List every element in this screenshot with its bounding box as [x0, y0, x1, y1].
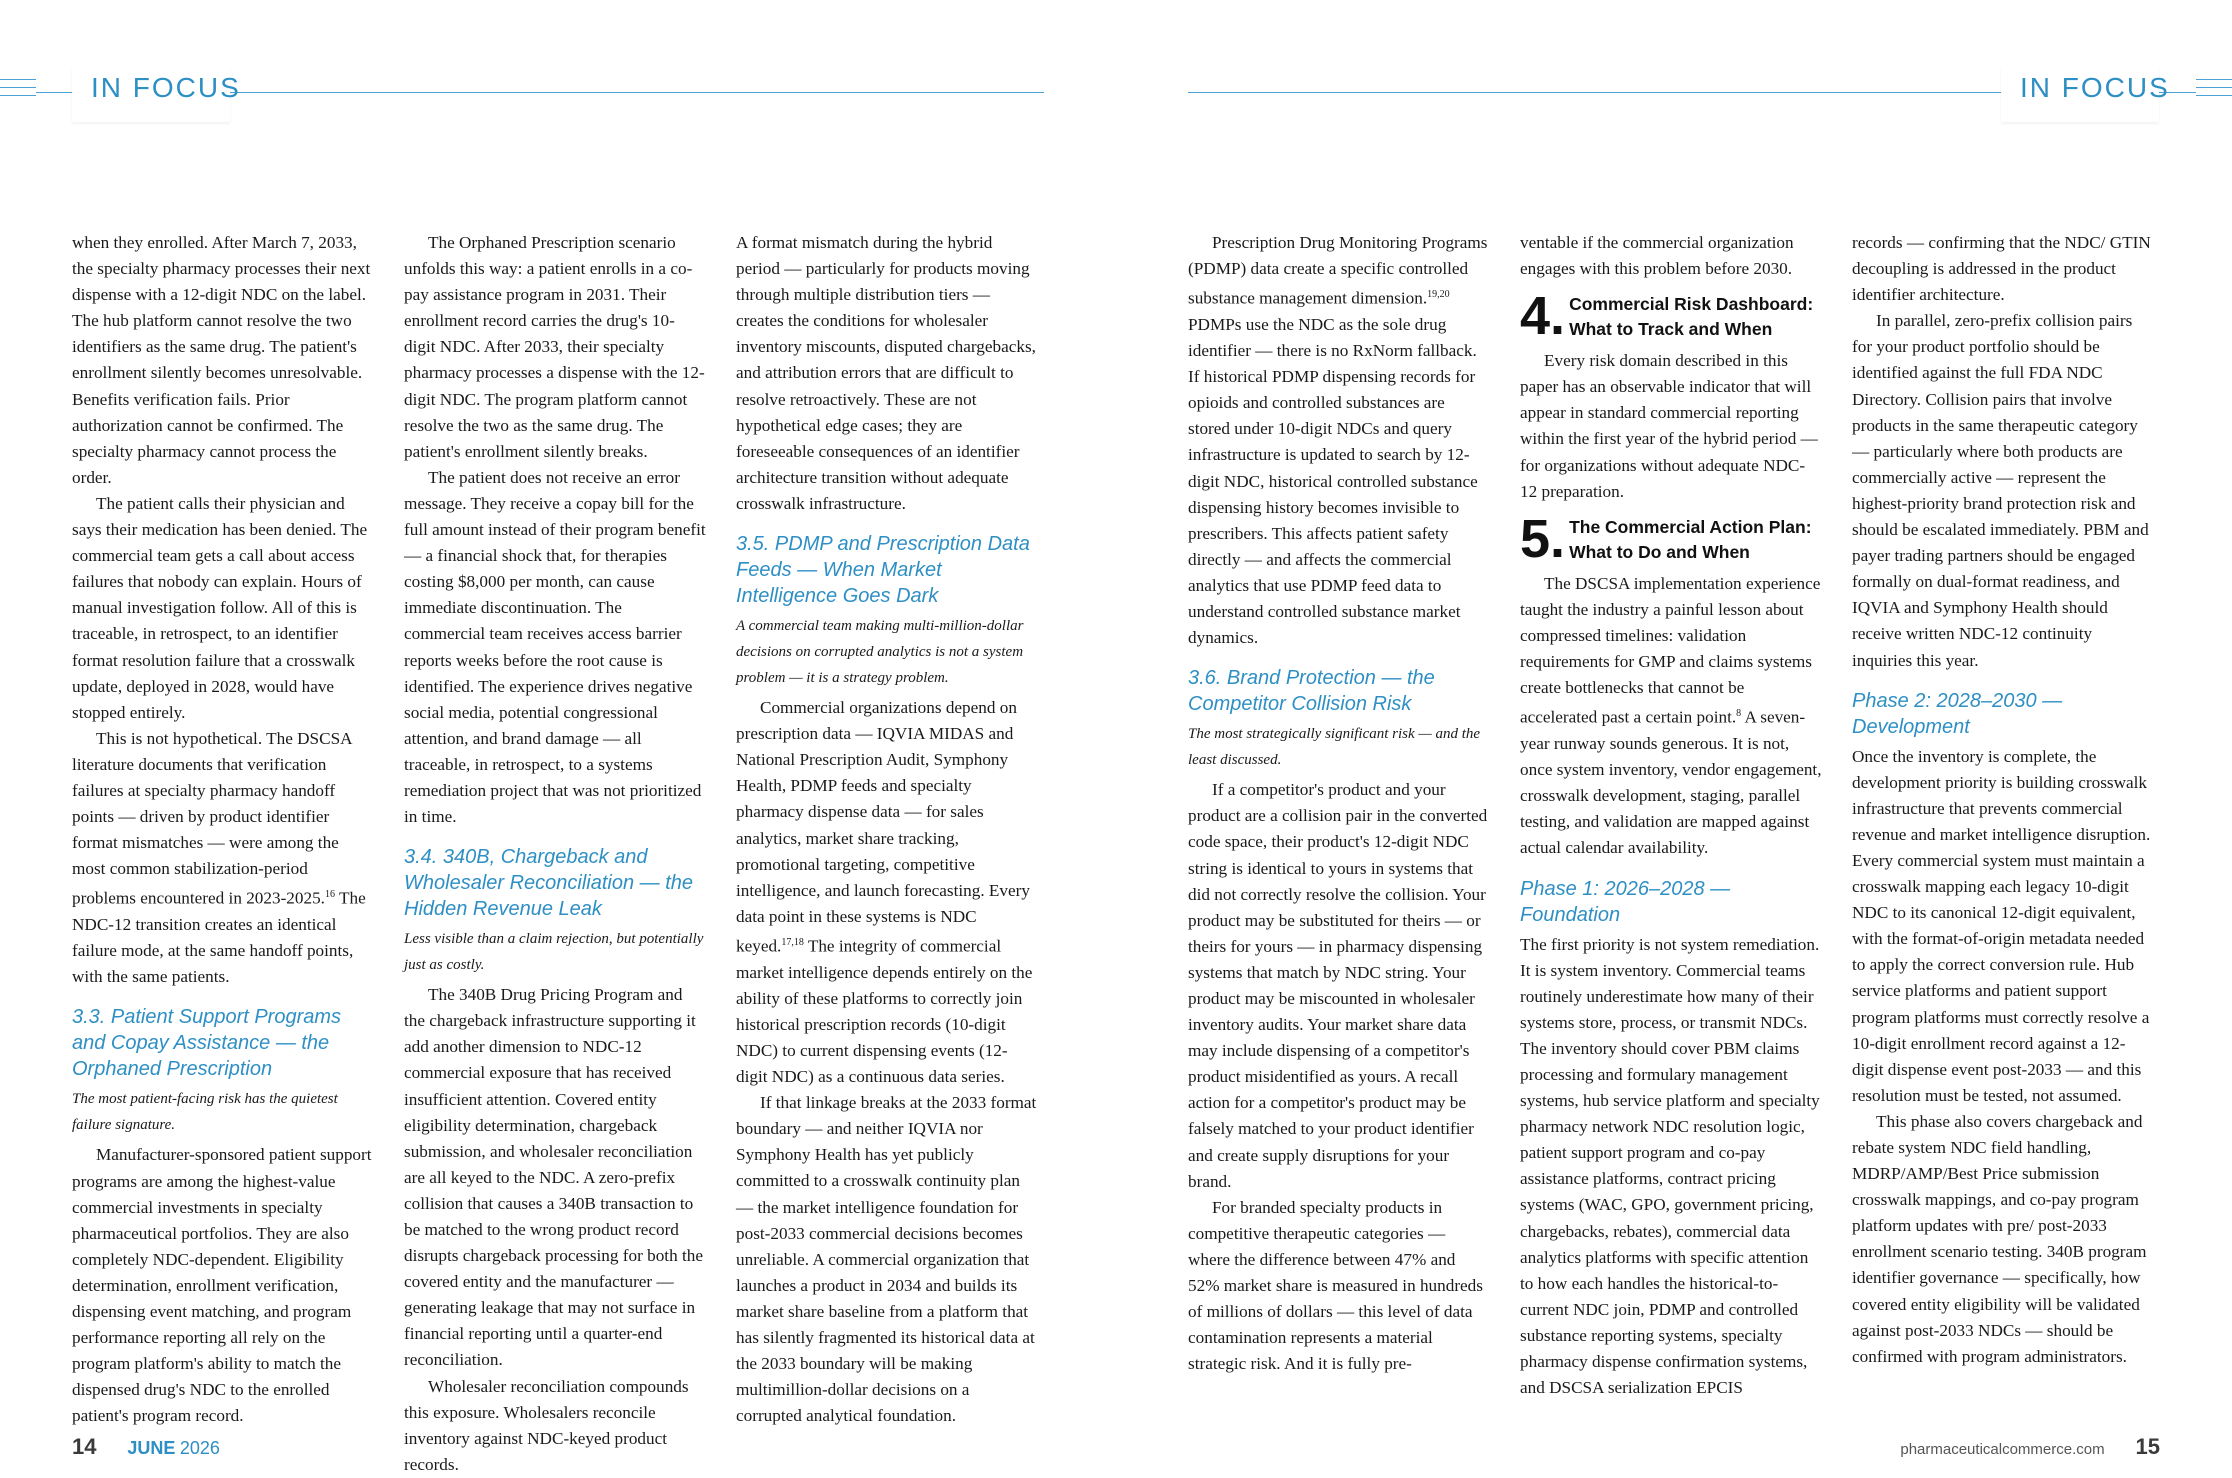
paragraph: Once the inventory is complete, the deve… [1852, 746, 2151, 1105]
footnote-ref[interactable]: 17,18 [781, 936, 804, 948]
header-stripes-left [0, 79, 36, 105]
section-deck: A commercial team making multi-million-d… [736, 618, 1024, 687]
paragraph: The Orphaned Prescription scenario unfol… [404, 233, 705, 461]
paragraph: If that linkage breaks at the 2033 forma… [736, 1093, 1037, 1426]
column-3: A format mismatch during the hybrid peri… [736, 230, 1038, 1429]
section-label-left: IN FOCUS [91, 72, 241, 103]
column-6: records — confirming that the NDC/ GTIN … [1852, 230, 2154, 1370]
phase-1-heading: Phase 1: 2026–2028 — Foundation [1520, 877, 1731, 926]
header-box-right [2001, 66, 2159, 122]
paragraph: In parallel, zero-prefix collision pairs… [1852, 311, 2149, 670]
section-label-right: IN FOCUS [2020, 72, 2170, 103]
paragraph: Manufacturer-sponsored patient support p… [72, 1145, 372, 1426]
page-number-right: 15 [2135, 1434, 2160, 1459]
footnote-ref[interactable]: 19,20 [1427, 289, 1450, 301]
paragraph: A format mismatch during the hybrid peri… [736, 233, 1036, 513]
header-rule-left [36, 92, 1044, 93]
paragraph: ventable if the commercial organization … [1520, 233, 1794, 279]
left-page: IN FOCUS when they enrolled. After March… [0, 0, 1116, 1474]
column-4: Prescription Drug Monitoring Programs (P… [1188, 230, 1490, 1377]
section-title: The Commercial Action Plan: What to Do a… [1569, 516, 1812, 562]
section-number-dot: . [1550, 508, 1566, 569]
paragraph: The DSCSA implementation experience taug… [1520, 573, 1822, 858]
column-2: The Orphaned Prescription scenario unfol… [404, 230, 706, 1478]
paragraph: Wholesaler reconciliation compounds this… [404, 1376, 689, 1474]
issue-month: JUNE [127, 1438, 176, 1458]
header-box-left [72, 66, 230, 122]
section-5-heading: 5. The Commercial Action Plan: What to D… [1520, 508, 1822, 569]
section-deck: The most patient-facing risk has the qui… [72, 1091, 338, 1134]
footer-left: 14 JUNE 2026 [72, 1434, 220, 1460]
paragraph: The patient does not receive an error me… [404, 467, 706, 827]
footnote-ref[interactable]: 16 [324, 889, 335, 901]
footer-right: pharmaceuticalcommerce.com 15 [1900, 1434, 2160, 1460]
paragraph: Prescription Drug Monitoring Programs (P… [1188, 233, 1488, 648]
paragraph: The patient calls their physician and sa… [72, 493, 368, 722]
issue-year: 2026 [179, 1438, 220, 1458]
footnote-ref[interactable]: 8 [1736, 708, 1742, 720]
paragraph: The 340B Drug Pricing Program and the ch… [404, 985, 703, 1370]
paragraph: This is not hypothetical. The DSCSA lite… [72, 728, 366, 987]
paragraph: Commercial organizations depend on presc… [736, 698, 1033, 1087]
section-number-dot: . [1550, 286, 1566, 347]
paragraph: This phase also covers chargeback and re… [1852, 1111, 2147, 1366]
phase-2-heading: Phase 2: 2028–2030 — Development [1852, 689, 2063, 738]
section-4-heading: 4. Commercial Risk Dashboard: What to Tr… [1520, 286, 1822, 347]
paragraph: Every risk domain described in this pape… [1520, 351, 1818, 501]
section-heading-3-3: 3.3. Patient Support Programs and Copay … [72, 1006, 342, 1081]
column-5: ventable if the commercial organization … [1520, 230, 1822, 1401]
header-stripes-right [2196, 79, 2232, 105]
section-deck: The most strategically significant risk … [1188, 726, 1481, 769]
section-heading-3-4: 3.4. 340B, Chargeback and Wholesaler Rec… [404, 846, 694, 921]
section-heading-3-6: 3.6. Brand Protection — the Competitor C… [1188, 667, 1435, 716]
paragraph: The first priority is not system remedia… [1520, 934, 1820, 1398]
section-title: Commercial Risk Dashboard: What to Track… [1569, 294, 1814, 340]
paragraph: when they enrolled. After March 7, 2033,… [72, 233, 371, 487]
section-heading-3-5: 3.5. PDMP and Prescription Data Feeds — … [736, 533, 1030, 608]
right-page: IN FOCUS Prescription Drug Monitoring Pr… [1116, 0, 2232, 1472]
website-link[interactable]: pharmaceuticalcommerce.com [1900, 1441, 2105, 1458]
page-number-left: 14 [72, 1434, 97, 1459]
paragraph: If a competitor's product and your produ… [1188, 780, 1488, 1191]
paragraph: For branded specialty products in compet… [1188, 1197, 1483, 1374]
paragraph: records — confirming that the NDC/ GTIN … [1852, 233, 2151, 305]
column-1: when they enrolled. After March 7, 2033,… [72, 230, 374, 1429]
header-rule-right [1188, 92, 2196, 93]
section-deck: Less visible than a claim rejection, but… [404, 931, 704, 974]
section-number: 5 [1520, 508, 1551, 569]
section-number: 4 [1520, 286, 1551, 347]
